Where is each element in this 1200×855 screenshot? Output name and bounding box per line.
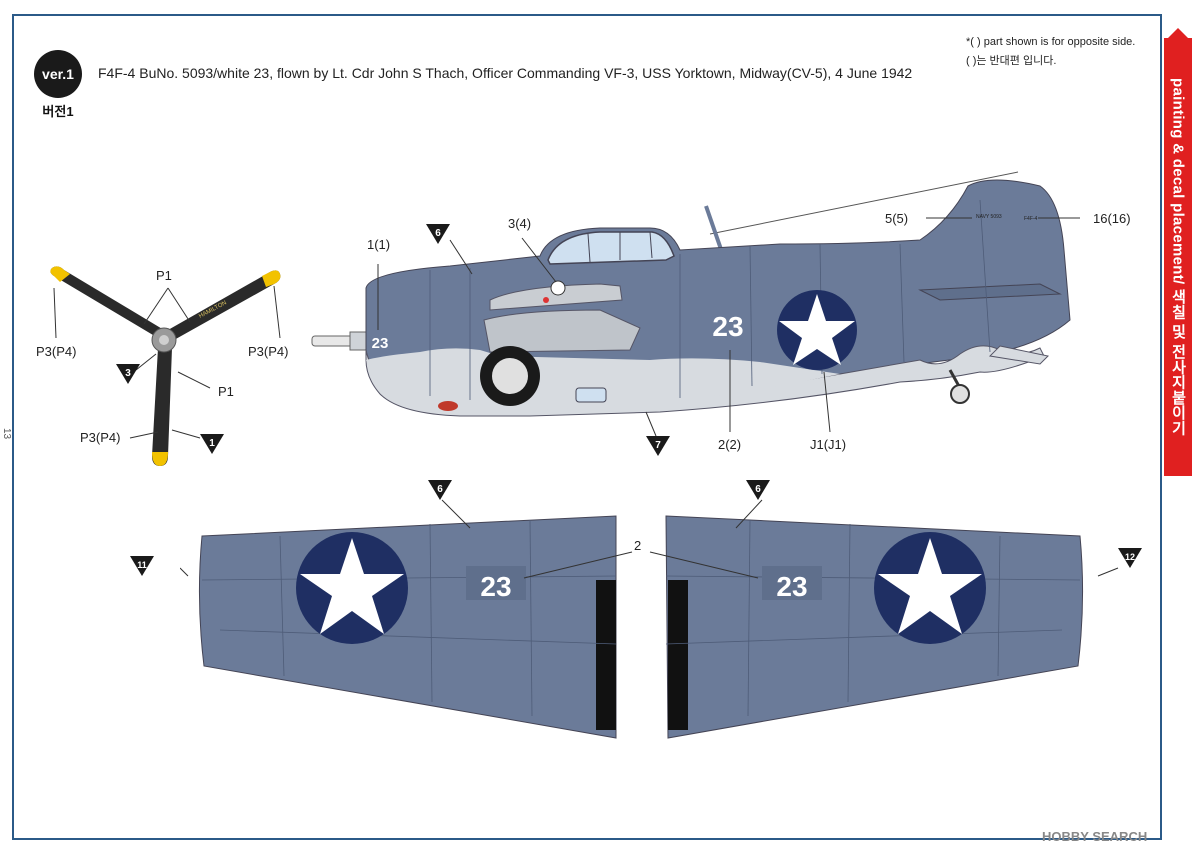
page-frame xyxy=(12,14,1162,840)
fuselage-side-view: 23 23 NAVY 5093 F4F-4 xyxy=(311,171,1080,437)
watermark: HOBBY SEARCH xyxy=(1042,829,1148,844)
prop-label-p3-left: P3(P4) xyxy=(36,344,77,359)
wing-label-2: 2 xyxy=(634,538,642,553)
fuselage-label-j1: J1(J1) xyxy=(810,437,847,452)
fuselage-label-3: 3(4) xyxy=(508,216,532,231)
marker-3-text: 3 xyxy=(125,368,131,379)
marker-triangle-6-left-wing: 6 xyxy=(428,480,452,500)
marker-triangle-6-right-wing: 6 xyxy=(746,480,770,500)
fuselage-side-number: 23 xyxy=(712,311,743,342)
right-wing: 23 xyxy=(665,515,1084,739)
page-number: 13 xyxy=(1,427,13,440)
marker-11-text: 11 xyxy=(137,560,147,570)
left-wing: 23 xyxy=(198,515,617,739)
fuselage-star-insignia xyxy=(777,290,857,370)
marker-12-text: 12 xyxy=(1125,552,1135,562)
section-tab xyxy=(1164,38,1192,476)
marker-1-text: 1 xyxy=(209,438,215,449)
fuselage-label-2: 2(2) xyxy=(718,437,742,452)
marker-7-text: 7 xyxy=(655,440,661,451)
wing-top-views: 23 23 xyxy=(180,499,1119,739)
propeller-blade-bottom xyxy=(152,348,172,466)
opposite-side-note: *( ) part shown is for opposite side. xyxy=(966,36,1136,48)
marker-6-left-wing-text: 6 xyxy=(437,484,443,495)
marker-triangle-11: 11 xyxy=(130,556,154,576)
scheme-title: F4F-4 BuNo. 5093/white 23, flown by Lt. … xyxy=(98,65,913,81)
section-tab-label: painting & decal placement/ 색칠 및 전사지붙이기 xyxy=(1169,78,1187,436)
marker-triangle-12: 12 xyxy=(1118,548,1142,568)
prop-label-p3-bottom: P3(P4) xyxy=(80,430,121,445)
marker-triangle-1: 1 xyxy=(200,434,224,454)
prop-label-p1-right: P1 xyxy=(218,384,234,399)
marker-triangle-3: 3 xyxy=(116,364,140,384)
opposite-side-note-korean: ( )는 반대편 입니다. xyxy=(966,55,1057,67)
fuselage-tail-text: NAVY 5093 xyxy=(976,214,1002,220)
left-wing-number: 23 xyxy=(480,571,511,602)
tab-arrow-icon xyxy=(1164,28,1192,42)
fuselage-label-16: 16(16) xyxy=(1093,211,1131,226)
marker-triangle-6-fuselage: 6 xyxy=(426,224,450,244)
fuselage-label-5: 5(5) xyxy=(885,211,909,226)
version-badge: ver.1 xyxy=(34,50,82,98)
prop-label-p1-top: P1 xyxy=(156,268,172,283)
marker-6-right-wing-text: 6 xyxy=(755,484,761,495)
fuselage-nose-number: 23 xyxy=(372,335,389,352)
fuselage-label-1: 1(1) xyxy=(367,237,391,252)
fuselage-fin-text: F4F-4 xyxy=(1024,216,1038,222)
propeller-drawing: HAMILTON xyxy=(50,266,281,466)
section-tab-label-wrap: painting & decal placement/ 색칠 및 전사지붙이기 xyxy=(1164,38,1192,476)
prop-label-p3-right: P3(P4) xyxy=(248,344,289,359)
propeller-blade-right: HAMILTON xyxy=(168,270,281,340)
right-wing-number: 23 xyxy=(776,571,807,602)
marker-6-fuselage-text: 6 xyxy=(435,228,441,239)
marker-triangle-7: 7 xyxy=(646,436,670,456)
propeller-blade-left xyxy=(50,266,164,338)
version-korean-label: 버전1 xyxy=(42,104,74,119)
